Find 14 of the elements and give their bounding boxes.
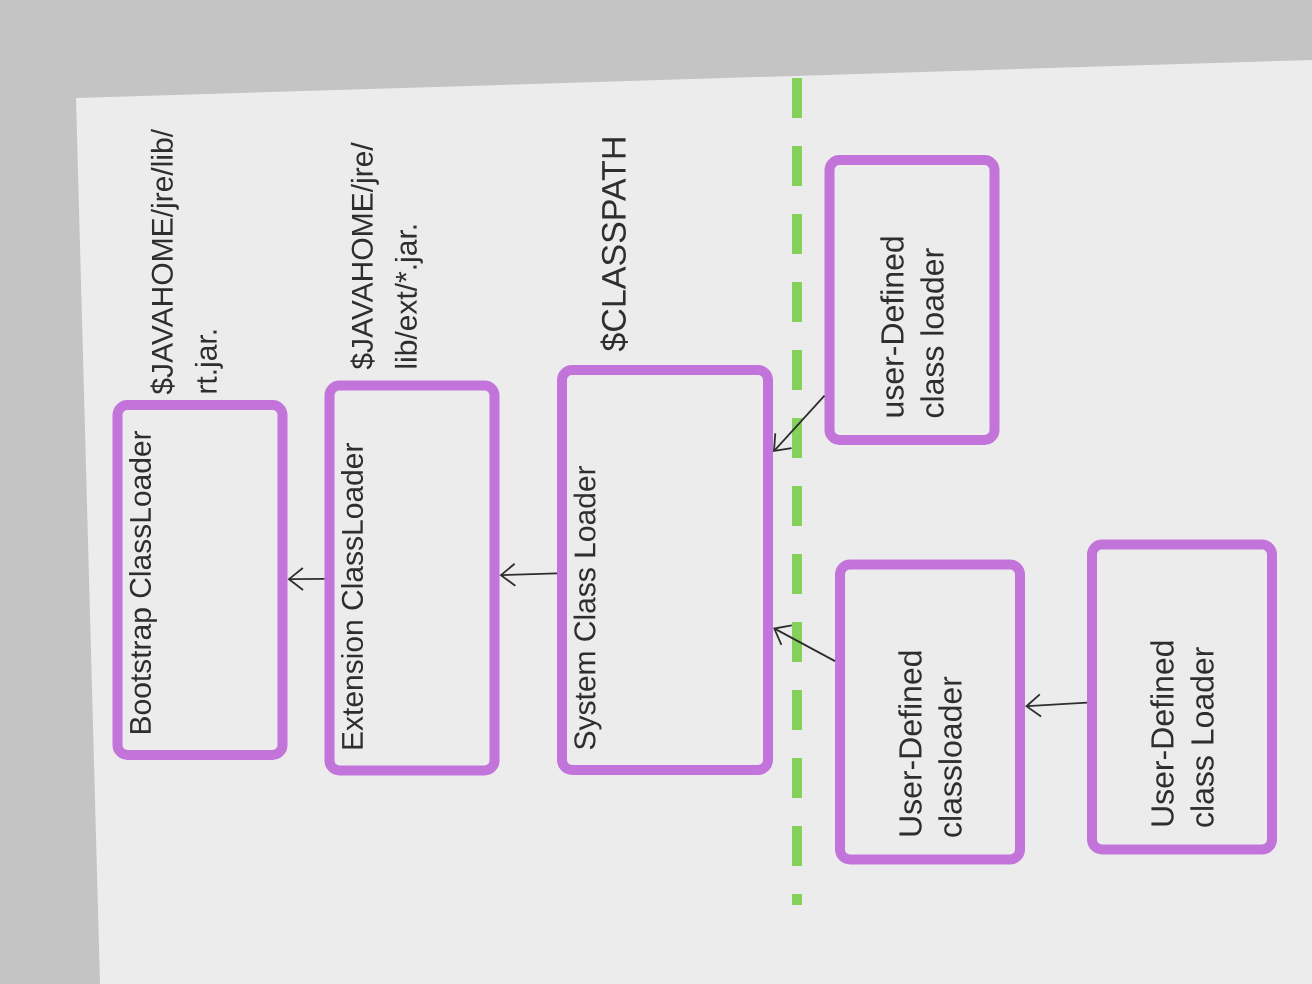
loader-box: System Class Loader xyxy=(557,365,773,775)
loader-box: User-Defined class Loader xyxy=(1087,539,1277,855)
arrow xyxy=(499,562,558,587)
loader-box: user-Defined class loader xyxy=(824,155,1000,445)
arrow xyxy=(1025,693,1088,718)
arrow xyxy=(287,567,326,591)
arrow xyxy=(773,394,826,453)
loader-box: User-Defined classloader xyxy=(835,559,1025,865)
loader-box: Extension ClassLoader xyxy=(324,380,500,776)
path-note: $CLASSPATH xyxy=(600,138,628,352)
path-note: $JAVAHOME/jre/ lib/ext/*.jar. xyxy=(350,142,423,370)
loader-box: Bootstrap ClassLoader xyxy=(112,400,288,760)
arrow xyxy=(773,624,836,662)
path-note: $JAVAHOME/jre/lib/ rt.jar. xyxy=(150,128,223,395)
